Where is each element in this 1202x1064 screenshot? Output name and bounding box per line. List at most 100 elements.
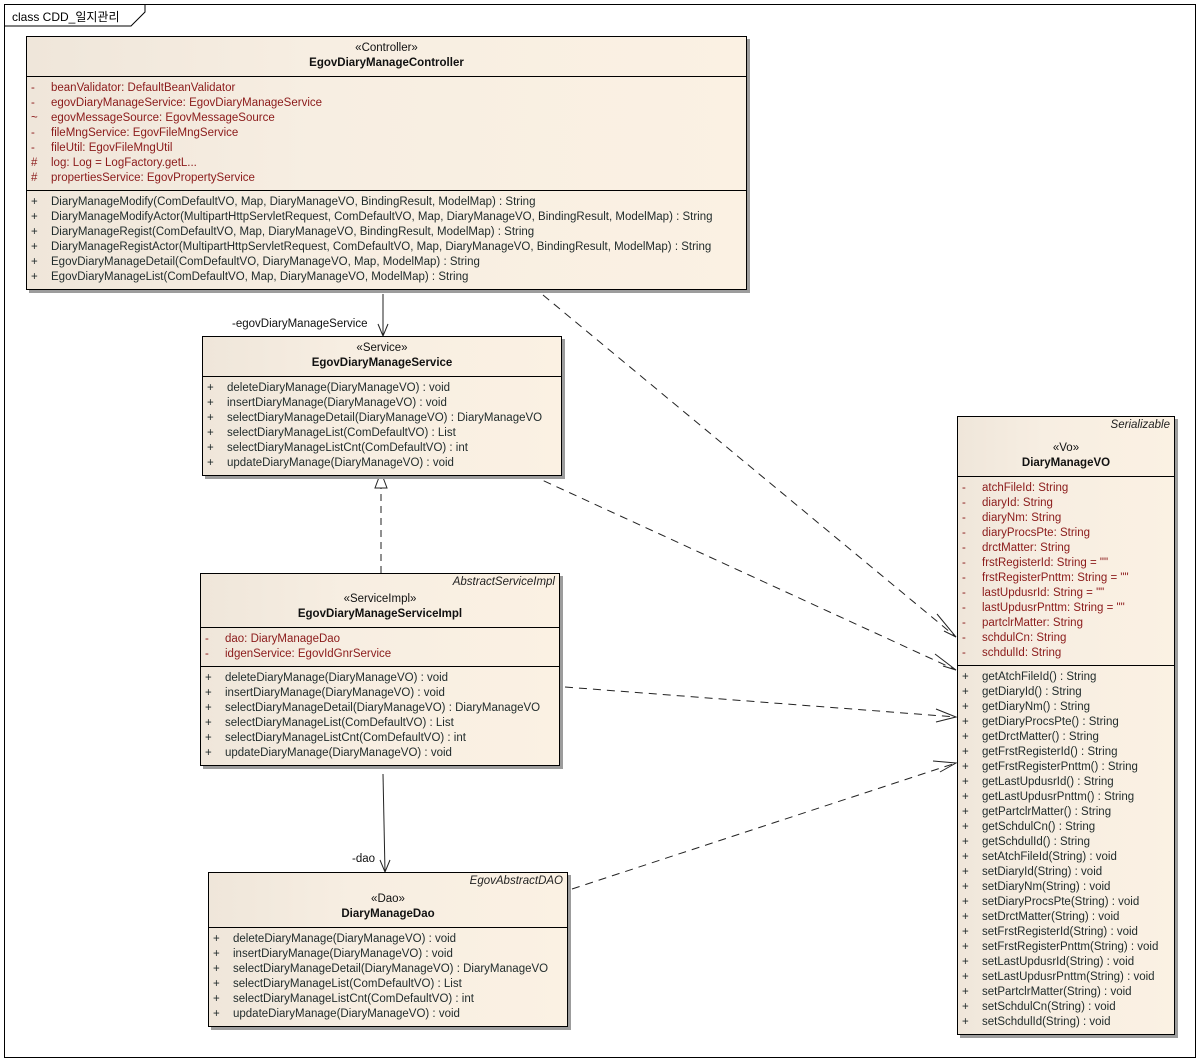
operation-text: getDiaryId() : String [982, 686, 1082, 698]
operation-row: +selectDiaryManageDetail(DiaryManageVO) … [201, 701, 559, 716]
operation-text: setDiaryNm(String) : void [982, 881, 1111, 893]
visibility-marker: - [962, 572, 966, 584]
operation-text: setPartclrMatter(String) : void [982, 986, 1132, 998]
visibility-marker: + [31, 271, 38, 283]
attribute-text: diaryProcsPte: String [982, 527, 1091, 539]
parent-class: AbstractServiceImpl [452, 576, 555, 588]
operation-row: +getDiaryProcsPte() : String [958, 715, 1174, 730]
operation-row: +getPartclrMatter() : String [958, 805, 1174, 820]
operation-text: updateDiaryManage(DiaryManageVO) : void [225, 747, 452, 759]
operation-row: +selectDiaryManageListCnt(ComDefaultVO) … [201, 731, 559, 746]
operation-text: getAtchFileId() : String [982, 671, 1097, 683]
attribute-row: -fileMngService: EgovFileMngService [27, 126, 746, 141]
operations-compartment: + getAtchFileId() : String + getDiaryId() :… [958, 665, 1174, 1034]
operation-text: EgovDiaryManageDetail(ComDefaultVO, Diar… [51, 256, 480, 268]
class-vo[interactable]: Serializable «Vo» DiaryManageVO -atchFil… [957, 416, 1175, 1035]
visibility-marker: - [205, 633, 209, 645]
operation-row: +setSchdulCn(String) : void [958, 1000, 1174, 1015]
operation-text: getSchdulCn() : String [982, 821, 1096, 833]
visibility-marker: + [962, 671, 969, 683]
attribute-row: -schdulCn: String [958, 631, 1174, 646]
operation-text: DiaryManageRegist(ComDefaultVO, Map, Dia… [51, 226, 535, 238]
attribute-row: - dao: DiaryManageDao [201, 632, 559, 647]
dependency-arrowhead-4 [932, 760, 958, 773]
class-name: EgovDiaryManageService [311, 357, 453, 369]
class-dao[interactable]: EgovAbstractDAO «Dao» DiaryManageDao +de… [208, 872, 568, 1027]
operation-row: +setDiaryId(String) : void [958, 865, 1174, 880]
dependency-dao-vo [571, 762, 957, 890]
operation-text: getDiaryNm() : String [982, 701, 1090, 713]
dependency-arrowhead-1 [936, 613, 957, 638]
operation-text: getLastUpdusrId() : String [982, 776, 1114, 788]
visibility-marker: + [31, 256, 38, 268]
operation-row: +deleteDiaryManage(DiaryManageVO) : void [209, 932, 567, 947]
visibility-marker: - [31, 97, 35, 109]
visibility-marker: + [213, 978, 220, 990]
attributes-compartment: - dao: DiaryManageDao -idgenService: EgovI… [201, 628, 559, 666]
operation-row: +selectDiaryManageList(ComDefaultVO) : L… [203, 426, 561, 441]
operation-row: +getFrstRegisterPnttm() : String [958, 760, 1174, 775]
operation-row: + deleteDiaryManage(DiaryManageVO) : void [201, 671, 559, 686]
operation-text: deleteDiaryManage(DiaryManageVO) : void [225, 672, 449, 684]
attribute-text: frstRegisterId: String = "" [982, 557, 1109, 569]
visibility-marker: + [962, 836, 969, 848]
attribute-text: lastUpdusrPnttm: String = "" [982, 602, 1125, 614]
realization-triangle [374, 470, 388, 489]
visibility-marker: + [962, 1016, 969, 1028]
attribute-row: -schdulId: String [958, 646, 1174, 661]
attribute-row: -frstRegisterId: String = "" [958, 556, 1174, 571]
class-name: EgovDiaryManageServiceImpl [297, 608, 463, 620]
visibility-marker: + [962, 926, 969, 938]
visibility-marker: + [207, 457, 214, 469]
attribute-row: -lastUpdusrPnttm: String = "" [958, 601, 1174, 616]
class-service[interactable]: «Service» EgovDiaryManageService +delete… [202, 336, 562, 476]
frame-tab-shape [4, 4, 146, 27]
attribute-row: #log: Log = LogFactory.getL... [27, 156, 746, 171]
visibility-marker: + [962, 971, 969, 983]
visibility-marker: + [962, 941, 969, 953]
visibility-marker: + [962, 881, 969, 893]
operation-row: +setFrstRegisterPnttm(String) : void [958, 940, 1174, 955]
dependency-service-vo [530, 474, 957, 671]
visibility-marker: - [962, 512, 966, 524]
visibility-marker: + [962, 761, 969, 773]
visibility-marker: + [962, 911, 969, 923]
visibility-marker: + [207, 397, 214, 409]
visibility-marker: + [213, 993, 220, 1005]
attribute-row: -beanValidator: DefaultBeanValidator [27, 81, 746, 96]
role-dao: -dao [352, 853, 376, 865]
class-service-impl[interactable]: AbstractServiceImpl «ServiceImpl» EgovDi… [200, 573, 560, 766]
attribute-text: lastUpdusrId: String = "" [982, 587, 1105, 599]
operation-text: setFrstRegisterId(String) : void [982, 926, 1138, 938]
operation-row: +deleteDiaryManage(DiaryManageVO) : void [203, 381, 561, 396]
operation-row: + setDiaryNm(String) : void [958, 880, 1174, 895]
operation-text: deleteDiaryManage(DiaryManageVO) : void [227, 382, 451, 394]
attribute-row: -diaryId: String [958, 496, 1174, 511]
operation-row: + getDiaryNm() : String [958, 700, 1174, 715]
operation-row: +DiaryManageModifyActor(MultipartHttpSer… [27, 210, 746, 225]
attribute-text: fileUtil: EgovFileMngUtil [51, 142, 173, 154]
operation-row: +selectDiaryManageList(ComDefaultVO) : L… [201, 716, 559, 731]
attribute-row: -idgenService: EgovIdGnrService [201, 647, 559, 662]
visibility-marker: + [962, 851, 969, 863]
visibility-marker: + [205, 672, 212, 684]
visibility-marker: - [962, 527, 966, 539]
visibility-marker: + [962, 956, 969, 968]
class-stereotype: «Controller» [355, 42, 418, 54]
visibility-marker: + [205, 687, 212, 699]
visibility-marker: + [962, 686, 969, 698]
attribute-row: #propertiesService: EgovPropertyService [27, 171, 746, 186]
attribute-text: dao: DiaryManageDao [225, 633, 341, 645]
dependency-arrowhead-3 [935, 708, 958, 723]
visibility-marker: + [962, 701, 969, 713]
attribute-row: -partclrMatter: String [958, 616, 1174, 631]
operation-text: updateDiaryManage(DiaryManageVO) : void [227, 457, 454, 469]
class-controller[interactable]: «Controller» EgovDiaryManageController -… [26, 36, 747, 290]
operation-row: +DiaryManageRegistActor(MultipartHttpSer… [27, 240, 746, 255]
dependency-arrowhead-2 [934, 653, 957, 671]
class-stereotype: «Vo» [1052, 442, 1080, 454]
visibility-marker: + [962, 731, 969, 743]
operation-text: selectDiaryManageDetail(DiaryManageVO) :… [227, 412, 543, 424]
operation-text: getLastUpdusrPnttm() : String [982, 791, 1135, 803]
